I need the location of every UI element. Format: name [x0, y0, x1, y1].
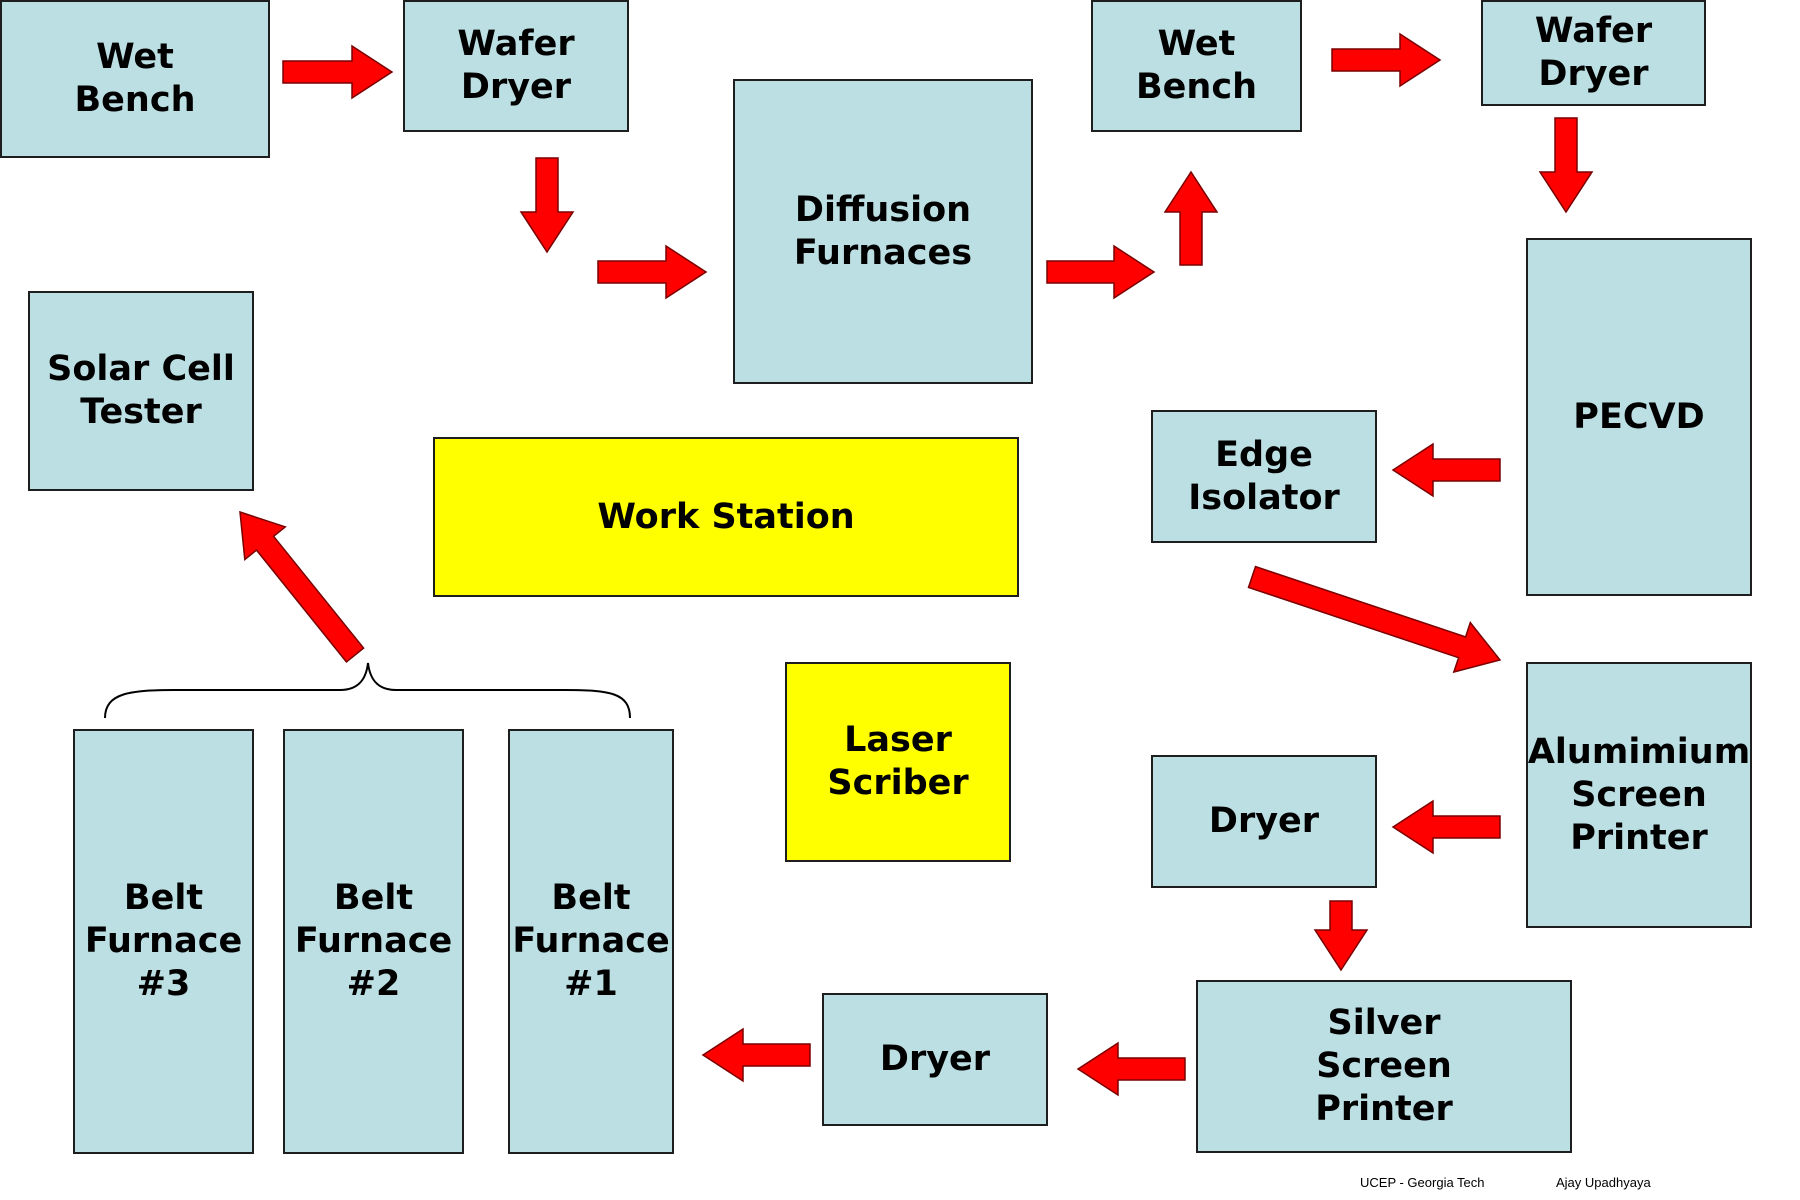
diffusion-furnaces-box: Diffusion Furnaces: [733, 79, 1033, 384]
arrow-up-to-wetbench2: [1163, 170, 1219, 266]
arrow-dryer2-to-belt-furnaces: [701, 1027, 811, 1083]
solar-cell-tester-box: Solar Cell Tester: [28, 291, 254, 491]
wafer-dryer-2-box: Wafer Dryer: [1481, 0, 1706, 106]
pecvd-box: PECVD: [1526, 238, 1752, 596]
work-station-box: Work Station: [433, 437, 1019, 597]
wet-bench-1-box: Wet Bench: [0, 0, 270, 158]
arrow-dryer1-down-to-silver-printer: [1313, 900, 1369, 972]
edge-isolator-box: Edge Isolator: [1151, 410, 1377, 543]
dryer-2-box: Dryer: [822, 993, 1048, 1126]
belt-furnace-1-box: Belt Furnace #1: [508, 729, 674, 1154]
wet-bench-2-box: Wet Bench: [1091, 0, 1302, 132]
belt-furnace-2-box: Belt Furnace #2: [283, 729, 464, 1154]
arrow-pecvd-to-edge-isolator: [1391, 442, 1501, 498]
arrow-waferdryer2-down-to-pecvd: [1538, 117, 1594, 214]
laser-scriber-box: Laser Scriber: [785, 662, 1011, 862]
arrow-wetbench1-to-waferdryer1: [282, 44, 394, 100]
arrow-edge-isolator-to-alumimium-printer: [1247, 565, 1502, 674]
arrow-wetbench2-to-waferdryer2: [1331, 32, 1442, 88]
dryer-1-box: Dryer: [1151, 755, 1377, 888]
arrow-alumimium-printer-to-dryer1: [1391, 799, 1501, 855]
footer-credit-left: UCEP - Georgia Tech: [1360, 1175, 1485, 1190]
alumimium-screen-printer-box: Alumimium Screen Printer: [1526, 662, 1752, 928]
silver-screen-printer-box: Silver Screen Printer: [1196, 980, 1572, 1153]
arrow-silver-printer-to-dryer2: [1076, 1041, 1186, 1097]
wafer-dryer-1-box: Wafer Dryer: [403, 0, 629, 132]
arrow-diffusion-to-right: [1046, 244, 1156, 300]
arrow-waferdryer1-down: [519, 157, 575, 254]
belt-furnace-3-box: Belt Furnace #3: [73, 729, 254, 1154]
brace-connector: [104, 662, 631, 719]
arrow-to-diffusion-furnaces: [597, 244, 708, 300]
arrow-belt-furnaces-to-tester: [239, 510, 365, 663]
footer-credit-right: Ajay Upadhyaya: [1556, 1175, 1651, 1190]
